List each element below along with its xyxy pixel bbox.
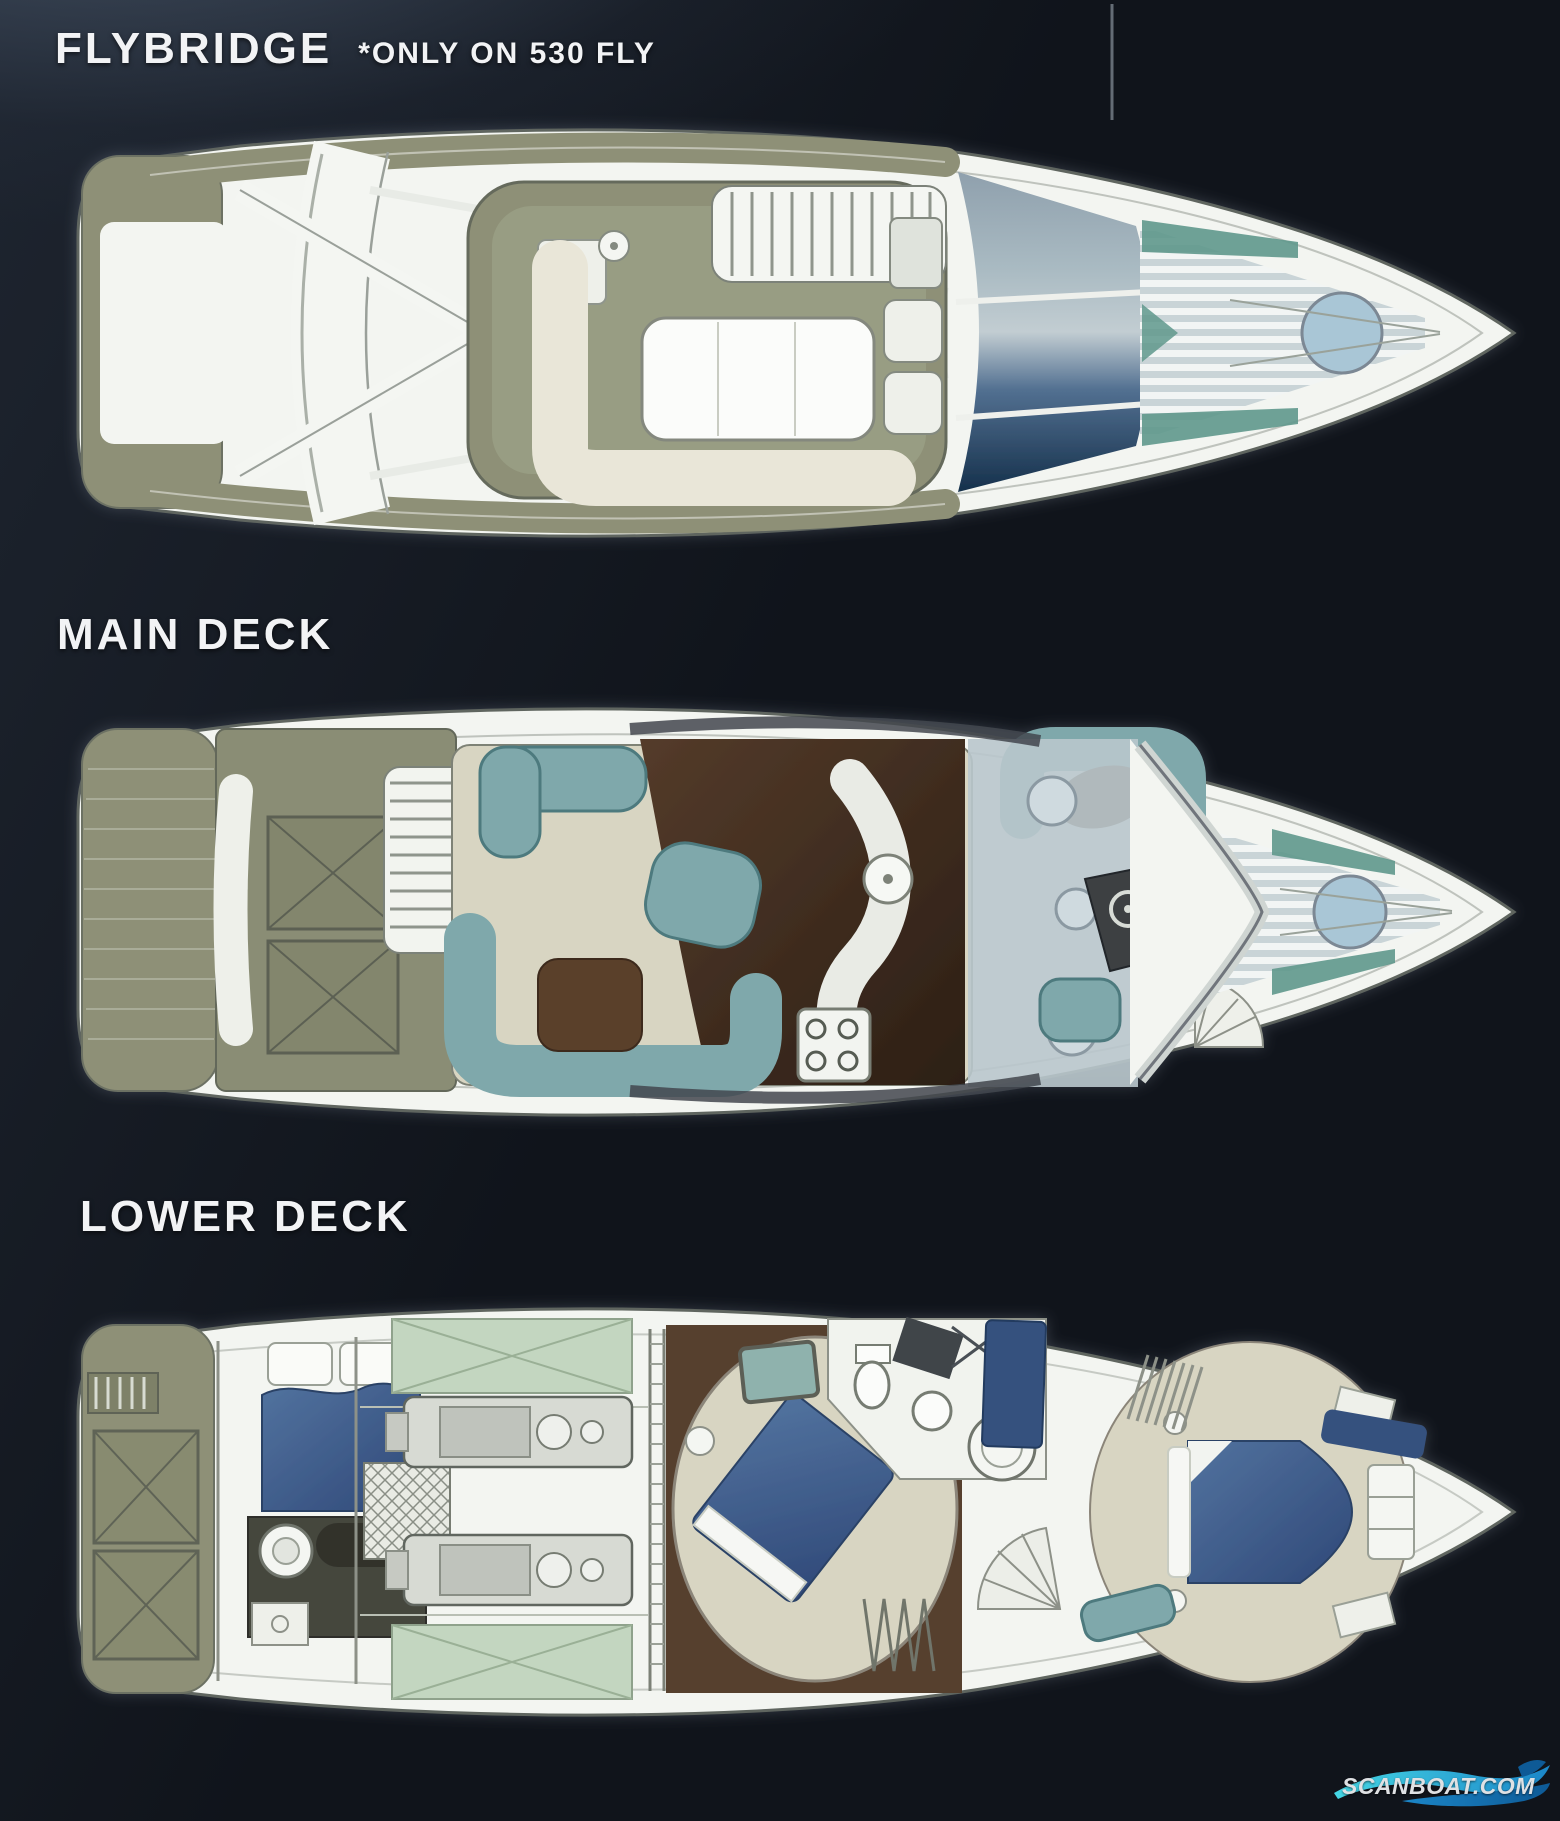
main-deck-label: MAIN DECK [57, 610, 333, 660]
watermark-text: SCANBOAT.COM [1342, 1773, 1535, 1799]
single-berth [981, 1319, 1047, 1449]
lower-deck-plan [76, 1307, 1516, 1717]
flybridge-table [640, 316, 876, 442]
helm-console [889, 217, 943, 289]
master-bed-pillows [1167, 1446, 1191, 1578]
platform-inset [100, 222, 228, 444]
helm-seat [1038, 977, 1122, 1043]
radar-arch [291, 140, 390, 526]
flybridge-note: *ONLY ON 530 FLY [358, 37, 656, 70]
sunpad [1312, 874, 1388, 950]
tv [737, 1339, 821, 1405]
helm-seat [883, 299, 943, 363]
engine-starboard [385, 1533, 634, 1607]
toilet [853, 1360, 891, 1410]
scanboat-watermark: SCANBOAT.COM [1332, 1753, 1552, 1811]
bow-lockers [1367, 1464, 1415, 1560]
lower-deck-title: LOWER DECK [80, 1192, 411, 1241]
crew-bed-pillow [267, 1342, 333, 1386]
stove [796, 1007, 872, 1083]
flybridge-plan [76, 128, 1516, 538]
salon-table [537, 958, 643, 1052]
sunpad [1300, 291, 1384, 375]
vent-grill [87, 1372, 159, 1414]
flybridge-title: FLYBRIDGE [55, 24, 333, 73]
main-deck-plan [76, 707, 1516, 1117]
main-deck-title: MAIN DECK [57, 610, 334, 659]
deck-hatch [1026, 775, 1078, 827]
bathroom-sink [911, 1390, 953, 1432]
swim-platform [81, 728, 219, 1092]
transom-seat [213, 774, 253, 1046]
lower-deck-label: LOWER DECK [80, 1192, 411, 1242]
flybridge-label: FLYBRIDGE *ONLY ON 530 FLY [55, 24, 656, 74]
engine-port [385, 1395, 634, 1469]
